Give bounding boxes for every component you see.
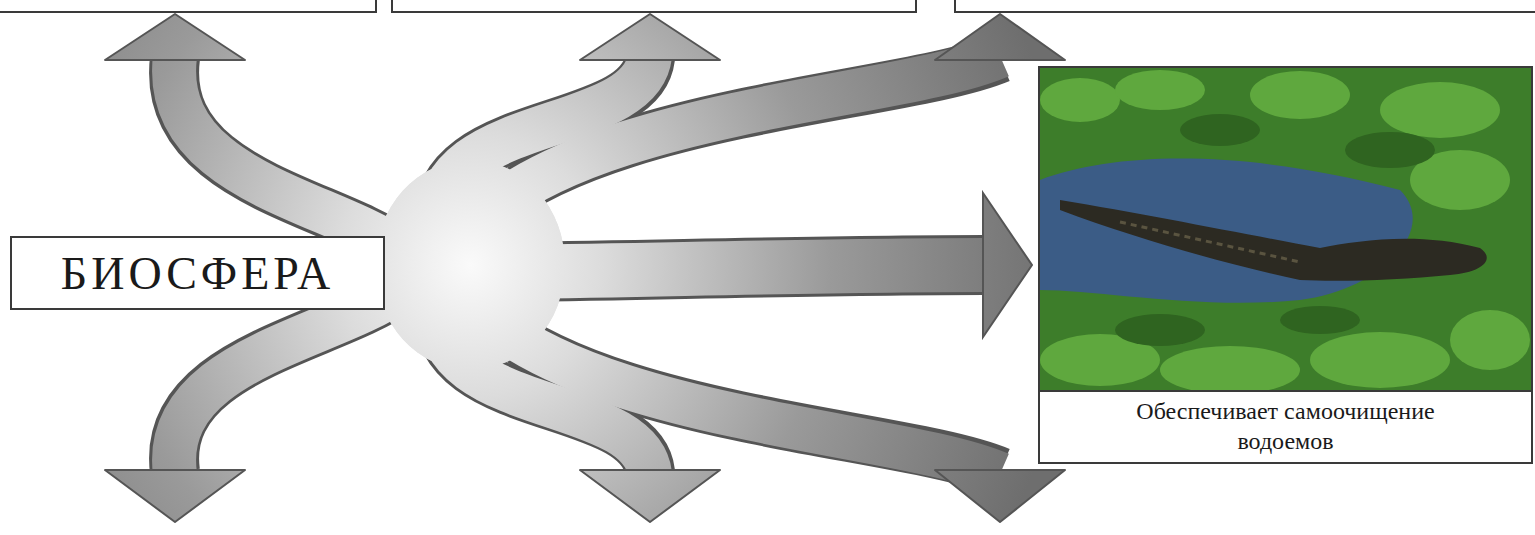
caption-text: Обеспечивает самоочищение водоемов bbox=[1136, 396, 1436, 456]
arrow-hub bbox=[375, 160, 565, 370]
top-boxes bbox=[0, 0, 1535, 12]
photo-caption-box: Обеспечивает самоочищение водоемов bbox=[1038, 66, 1533, 464]
alligator-photo bbox=[1040, 68, 1531, 400]
caption-panel: Обеспечивает самоочищение водоемов bbox=[1040, 390, 1531, 462]
biosphere-box: БИОСФЕРА bbox=[10, 236, 385, 310]
arrow-hub bbox=[375, 160, 565, 370]
node-title: БИОСФЕРА bbox=[61, 247, 334, 300]
